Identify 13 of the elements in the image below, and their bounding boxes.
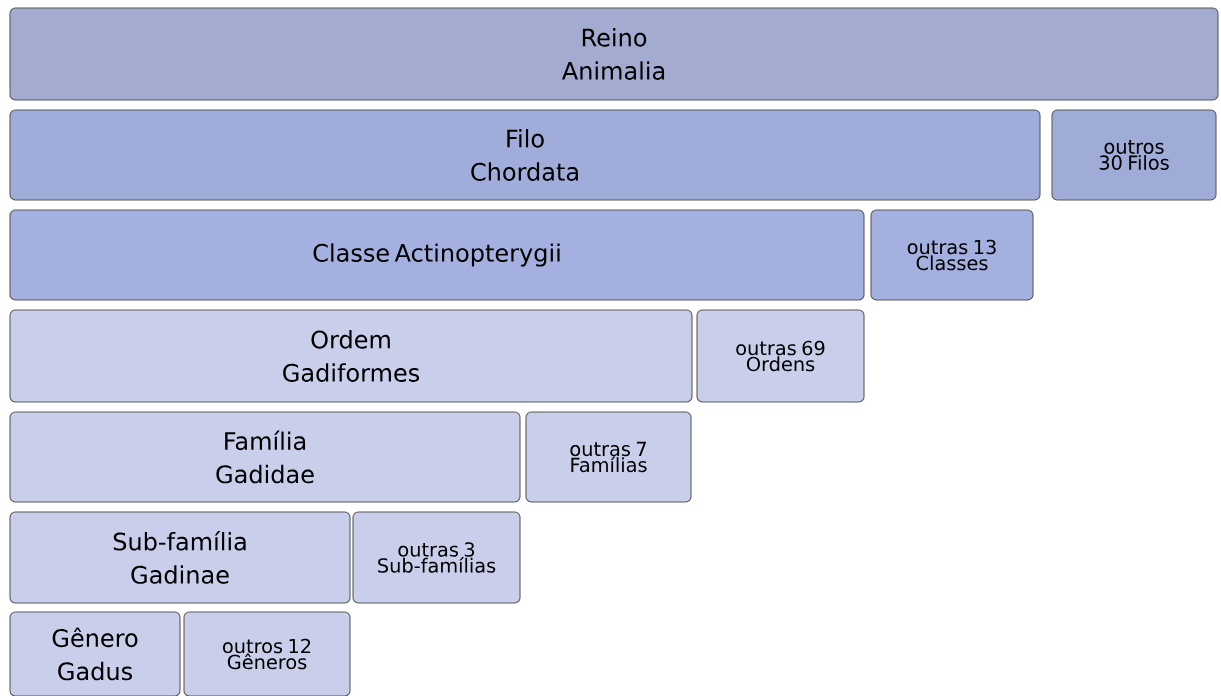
other-taxa-box: outras 13 Classes <box>870 209 1034 301</box>
other-taxa-box: outros 12 Gêneros <box>183 611 351 696</box>
taxon-box: Reino Animalia <box>9 7 1219 101</box>
taxon-box: Sub-família Gadinae <box>9 511 351 604</box>
other-taxa-box: outras 7 Famílias <box>525 411 692 503</box>
other-taxa-box: outras 3 Sub-famílias <box>352 511 521 604</box>
other-taxa-box: outras 69 Ordens <box>696 309 865 403</box>
taxon-box: Ordem Gadiformes <box>9 309 693 403</box>
taxon-box: Família Gadidae <box>9 411 521 503</box>
taxon-box: Classe Actinopterygii <box>9 209 865 301</box>
other-taxa-box: outros 30 Filos <box>1051 109 1217 201</box>
taxon-box: Filo Chordata <box>9 109 1041 201</box>
taxon-box: Gênero Gadus <box>9 611 181 696</box>
